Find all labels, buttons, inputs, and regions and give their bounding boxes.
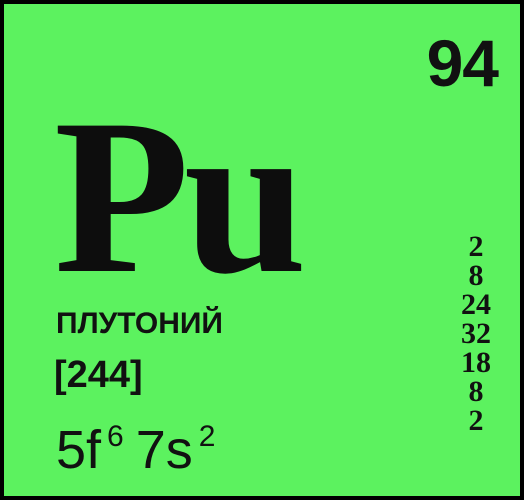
shell-count: 18 — [461, 346, 491, 379]
element-name: ПЛУТОНИЙ — [56, 307, 223, 340]
shell-count: 8 — [468, 375, 484, 408]
element-symbol: Pu — [54, 74, 307, 320]
orbital-electrons: 2 — [198, 420, 216, 453]
shell-count: 24 — [461, 288, 491, 321]
atomic-mass: [244] — [54, 354, 143, 396]
shell-count: 8 — [468, 259, 484, 292]
orbital-label: 5f — [56, 420, 102, 480]
shell-count: 2 — [468, 404, 484, 437]
shell-count: 32 — [461, 317, 491, 350]
orbital-electrons: 6 — [107, 420, 124, 453]
atomic-number: 94 — [426, 26, 499, 100]
shell-count: 2 — [468, 230, 484, 263]
electron-shells: 2 8 24 32 18 8 2 — [446, 230, 506, 437]
orbital-label: 7s — [135, 420, 193, 480]
